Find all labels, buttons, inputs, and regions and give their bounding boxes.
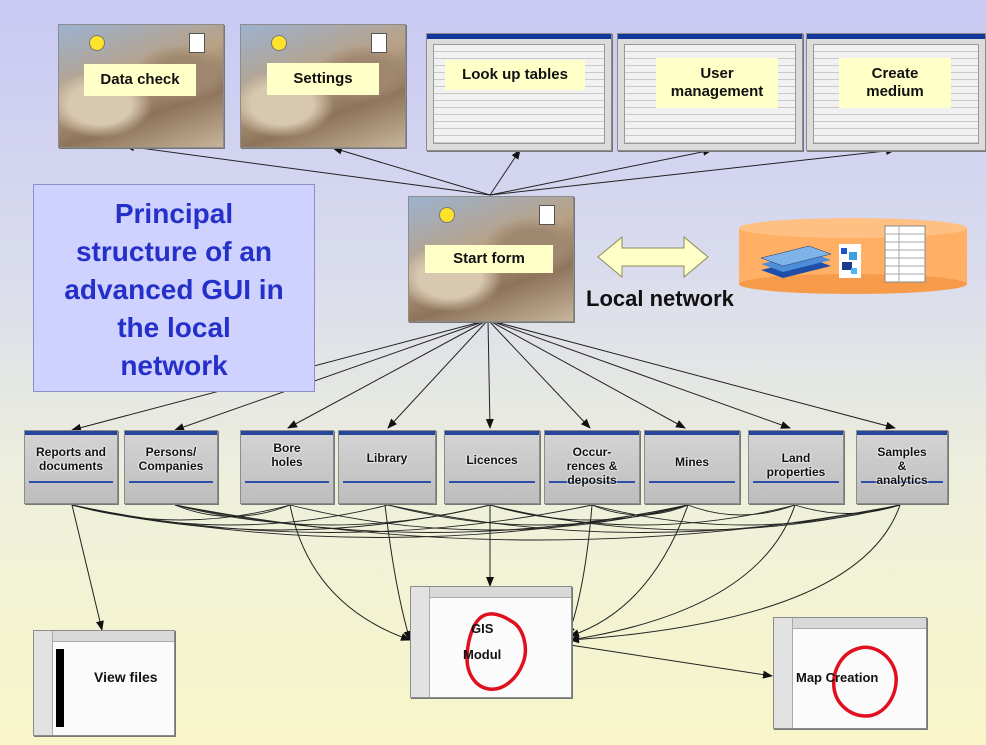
label-reports-documents: Reports and documents (35, 445, 106, 473)
module-library: Library (338, 430, 436, 504)
module-licences: Licences (444, 430, 540, 504)
edge-start-settings (332, 146, 491, 196)
label-modul: Modul (463, 647, 502, 662)
edge-samples-gis (569, 504, 901, 644)
screenshot-data-check: Data check (58, 24, 224, 148)
module-occurrences-deposits: Occur- rences & deposits (544, 430, 640, 504)
screenshot-settings: Settings (240, 24, 406, 148)
badge-icon (271, 35, 287, 51)
label-bore-holes: Bore holes (271, 441, 303, 469)
edge-start-usermgmt (489, 147, 713, 196)
file-bar (56, 649, 64, 727)
badge-icon (89, 35, 105, 51)
edge-reports-viewfiles (71, 504, 104, 631)
document-icon (539, 205, 555, 225)
screenshot-create-medium: Create medium (806, 33, 986, 151)
label-persons-companies: Persons/ Companies (138, 445, 204, 473)
label-samples-analytics: Samples & analytics (876, 445, 928, 487)
label-land-properties: Land properties (766, 451, 826, 479)
badge-icon (439, 207, 455, 223)
label-occurrences-deposits: Occur- rences & deposits (566, 445, 618, 487)
table-thumbnail-icon (884, 225, 926, 283)
edge-start-mines (487, 319, 686, 429)
diagram-title: Principal structure of an advanced GUI i… (64, 198, 284, 381)
module-mines: Mines (644, 430, 740, 504)
local-network-label: Local network (586, 286, 734, 311)
edge-start-boreholes (287, 319, 489, 429)
title-box: Principal structure of an advanced GUI i… (33, 184, 315, 392)
chart-thumbnail-icon (839, 244, 861, 278)
edge-start-persons (174, 319, 489, 431)
gis-highlight-outline (465, 612, 528, 691)
screenshot-gis-module: GIS Modul (410, 586, 572, 698)
edge-mines-gis (569, 504, 689, 638)
edge-boreholes-gis (289, 504, 411, 641)
document-icon (189, 33, 205, 53)
label-map-creation: Map Creation (796, 670, 879, 685)
screenshot-lookup-tables: Look up tables (426, 33, 612, 151)
edge-start-land (487, 319, 791, 429)
database-cylinder (739, 218, 967, 294)
screenshot-view-files: View files (33, 630, 175, 736)
edge-start-occurrences (487, 319, 591, 429)
edge-start-samples (487, 319, 896, 430)
edge-land-gis (569, 504, 796, 643)
module-persons-companies: Persons/ Companies (124, 430, 218, 504)
edge-start-library (387, 319, 489, 429)
label-library: Library (366, 451, 408, 465)
label-user-management: User management (656, 58, 778, 108)
map-layers-icon (760, 245, 832, 278)
module-land-properties: Land properties (748, 430, 844, 504)
screenshot-start-form: Start form (408, 196, 574, 322)
label-view-files: View files (94, 669, 158, 685)
document-icon (371, 33, 387, 53)
edge-start-datacheck (124, 143, 491, 196)
label-settings: Settings (267, 63, 379, 95)
module-reports-documents: Reports and documents (24, 430, 118, 504)
edge-start-licences (485, 319, 494, 429)
label-create-medium: Create medium (839, 58, 951, 108)
label-data-check: Data check (84, 64, 196, 96)
edge-start-medium (489, 147, 896, 196)
label-mines: Mines (674, 455, 709, 469)
edge-gis-map (569, 644, 773, 679)
label-start-form: Start form (425, 245, 553, 273)
screenshot-map-creation: Map Creation (773, 617, 927, 729)
module-samples-analytics: Samples & analytics (856, 430, 948, 504)
label-lookup-tables: Look up tables (445, 60, 585, 90)
screenshot-user-management: User management (617, 33, 803, 151)
edge-start-lookup (489, 149, 521, 196)
double-arrow (597, 235, 709, 279)
map-highlight-outline (832, 645, 898, 718)
module-bore-holes: Bore holes (240, 430, 334, 504)
label-gis: GIS (471, 621, 494, 636)
label-licences: Licences (466, 453, 518, 467)
